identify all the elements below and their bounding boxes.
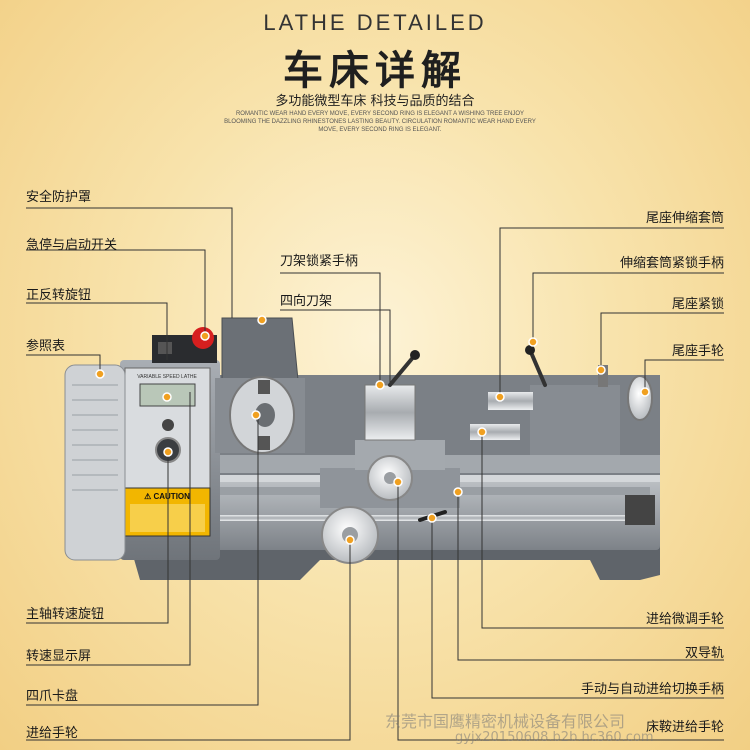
tailstock (530, 385, 620, 455)
label-four-jaw-chuck: 四爪卡盘 (26, 689, 79, 704)
tool-post (364, 384, 416, 441)
label-tailstock-quill: 尾座伸缩套筒 (645, 211, 724, 226)
watermark-url: gyjx20150608.b2b.hc360.com (455, 730, 654, 745)
label-tool-lock-handle: 刀架锁紧手柄 (280, 254, 359, 269)
label-estop-switch: 急停与启动开关 (26, 238, 118, 253)
label-speed-display: 转速显示屏 (26, 649, 92, 664)
watermark-company: 东莞市国鹰精密机械设备有限公司 (385, 712, 626, 731)
description-line: ROMANTIC WEAR HAND EVERY MOVE, EVERY SEC… (235, 111, 525, 117)
caution-text: ⚠ CAUTION (144, 492, 190, 501)
label-tailstock-lock: 尾座紧锁 (671, 297, 724, 312)
label-tailstock-handwheel: 尾座手轮 (671, 344, 724, 359)
title-english: LATHE DETAILED (263, 10, 487, 35)
description: ROMANTIC WEAR HAND EVERY MOVE, EVERY SEC… (195, 110, 565, 134)
direction-knob (162, 419, 174, 431)
tailstock-quill (488, 392, 533, 410)
quill-lock-knob (525, 345, 535, 355)
saddle-handwheel-hub (384, 472, 396, 484)
description-line: BLOOMING THE DAZZLING RHINESTONES LASTIN… (224, 119, 536, 125)
title-chinese: 车床详解 (283, 48, 467, 94)
label-fine-feed-handwheel: 进给微调手轮 (645, 612, 724, 627)
tool-lock-knob (410, 350, 420, 360)
marker-dots (95, 315, 650, 545)
reference-chart (64, 364, 126, 561)
chuck-jaw (258, 380, 270, 394)
end-box (625, 495, 655, 525)
label-feed-handwheel: 进给手轮 (26, 726, 79, 741)
label-direction-knob: 正反转旋钮 (26, 288, 92, 303)
description-line: MOVE, EVERY SECOND RING IS ELEGANT. (318, 127, 442, 133)
reference-chart-lines (72, 384, 118, 491)
switch-button (158, 342, 172, 354)
chuck-center (255, 403, 275, 427)
safety-guard (221, 317, 299, 381)
control-panel-title: VARIABLE SPEED LATHE (137, 374, 197, 380)
lathe-base (130, 545, 660, 580)
tailstock-handwheel (627, 375, 653, 421)
subtitle: 多功能微型车床 科技与品质的结合 (275, 94, 475, 109)
label-saddle-handwheel: 床鞍进给手轮 (645, 720, 724, 735)
label-quill-lock-handle: 伸缩套筒紧锁手柄 (619, 256, 724, 271)
chuck-jaw (258, 436, 270, 450)
tailstock-lock (598, 365, 608, 387)
quill-lock-handle (528, 348, 547, 387)
label-feed-switch-lever: 手动与自动进给切换手柄 (580, 682, 724, 697)
label-reference-chart: 参照表 (26, 339, 66, 354)
label-spindle-speed-knob: 主轴转速旋钮 (26, 607, 105, 622)
tool-lock-handle (388, 353, 417, 387)
label-safety-guard: 安全防护罩 (26, 190, 92, 205)
label-tool-post: 四向刀架 (280, 294, 333, 309)
label-double-guide-rail: 双导轨 (684, 646, 724, 661)
leader-lines (26, 207, 724, 741)
